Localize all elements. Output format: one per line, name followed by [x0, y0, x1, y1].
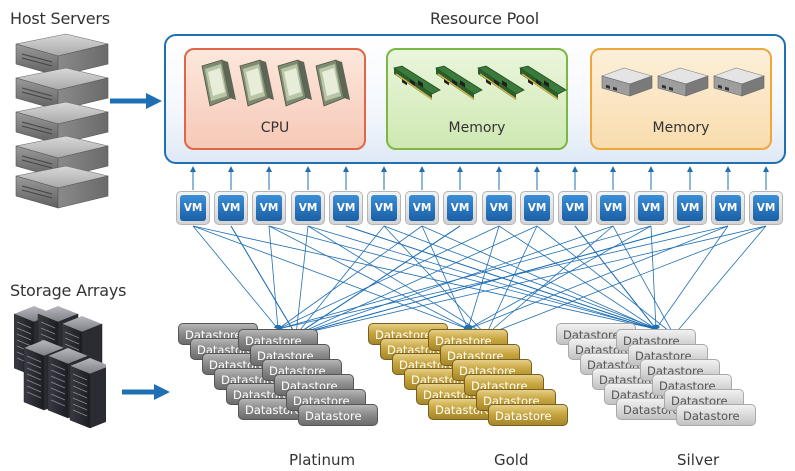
vm-label: VM	[333, 195, 359, 221]
vm-label: VM	[409, 195, 435, 221]
vm-15: VM	[711, 191, 745, 225]
memory-module-icon	[393, 65, 567, 101]
vm-label: VM	[371, 195, 397, 221]
vm-datastore-link	[277, 225, 423, 330]
vm-datastore-link	[307, 225, 487, 336]
vm-10: VM	[520, 191, 554, 225]
vm-datastore-link	[294, 225, 309, 336]
host-servers-stack-icon	[15, 33, 109, 209]
vm-datastore-link	[383, 225, 487, 336]
resource-pool-label: Resource Pool	[430, 9, 539, 28]
host-servers-label: Host Servers	[10, 9, 110, 28]
vm-12: VM	[596, 191, 630, 225]
vm-label: VM	[180, 195, 206, 221]
vm-datastore-link	[277, 225, 500, 330]
vm-datastore-link	[192, 225, 279, 330]
vm-16: VM	[749, 191, 783, 225]
vm-13: VM	[634, 191, 668, 225]
vm-datastore-link	[421, 225, 469, 330]
vm-datastore-link	[277, 225, 652, 331]
vm-datastore-link	[268, 225, 469, 330]
memory-resource-label-2: Memory	[652, 120, 710, 136]
tier-label-silver: Silver	[677, 451, 720, 469]
vm-9: VM	[482, 191, 516, 225]
tier-label-platinum: Platinum	[289, 451, 356, 469]
vm-datastore-link	[650, 225, 659, 330]
resource-pool-panel: CPU Memory	[164, 34, 786, 164]
memory-resource-box: Memory	[386, 48, 568, 150]
vm-label: VM	[715, 195, 741, 221]
vm-label: VM	[256, 195, 282, 221]
vm-datastore-link	[467, 225, 652, 330]
vm-label: VM	[753, 195, 779, 221]
vm-datastore-link	[268, 225, 281, 330]
network-switch-icon	[601, 67, 765, 97]
vm-datastore-link	[421, 225, 657, 330]
storage-arrays-rack-icon	[14, 306, 106, 429]
vm-14: VM	[673, 191, 707, 225]
vm-datastore-link	[498, 225, 657, 330]
vm-datastore-link	[230, 225, 297, 336]
vm-datastore-link	[466, 225, 500, 330]
memory-resource-box-2: Memory	[590, 48, 772, 150]
vm-5: VM	[329, 191, 363, 225]
vm-datastore-link	[295, 225, 385, 336]
vm-label: VM	[524, 195, 550, 221]
memory-resource-label: Memory	[448, 120, 506, 136]
vm-datastore-link	[485, 225, 614, 336]
vm-datastore-link	[655, 225, 729, 330]
vm-datastore-link	[485, 225, 538, 336]
vm-datastore-link	[192, 225, 469, 330]
vm-label: VM	[600, 195, 626, 221]
vm-7: VM	[405, 191, 439, 225]
datastore-platinum: Datastore	[298, 404, 378, 426]
vm-label: VM	[447, 195, 473, 221]
vm-label: VM	[638, 195, 664, 221]
cpu-resource-label: CPU	[260, 120, 290, 136]
vm-6: VM	[367, 191, 401, 225]
vm-3: VM	[252, 191, 286, 225]
vm-label: VM	[486, 195, 512, 221]
vm-datastore-link	[467, 225, 729, 330]
tier-label-gold: Gold	[494, 451, 529, 469]
cpu-chip-icon	[201, 59, 351, 107]
vm-label: VM	[562, 195, 588, 221]
vm-datastore-link	[485, 225, 767, 336]
vm-8: VM	[443, 191, 477, 225]
vm-4: VM	[291, 191, 325, 225]
cpu-resource-box: CPU	[184, 48, 366, 150]
storage-arrays-label: Storage Arrays	[10, 281, 127, 300]
vm-1: VM	[176, 191, 210, 225]
vm-2: VM	[214, 191, 248, 225]
host-to-pool-arrow	[110, 93, 162, 109]
vm-label: VM	[295, 195, 321, 221]
vm-datastore-link	[673, 225, 767, 336]
vm-datastore-link	[295, 225, 691, 337]
vm-datastore-link	[295, 225, 538, 336]
vm-11: VM	[558, 191, 592, 225]
datastore-gold: Datastore	[488, 404, 568, 426]
vm-label: VM	[677, 195, 703, 221]
datastore-silver: Datastore	[676, 404, 756, 426]
vm-label: VM	[218, 195, 244, 221]
storage-to-datastores-arrow	[122, 384, 170, 400]
vm-datastore-link	[277, 225, 729, 331]
vm-datastore-link	[295, 225, 767, 337]
